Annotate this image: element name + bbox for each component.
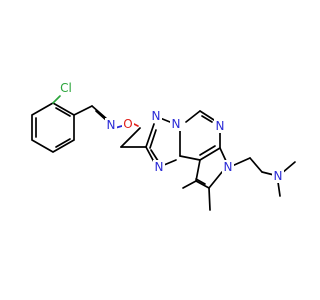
triazole-n-fused-atom: N bbox=[170, 117, 182, 131]
pyrimidine-n-label: N bbox=[216, 119, 225, 133]
ether-oxygen-atom: O bbox=[122, 117, 134, 131]
atom-label-layer: Cl N O N N N N N bbox=[57, 81, 284, 183]
bond-layer bbox=[31, 95, 296, 211]
triazole-n-top-atom: N bbox=[150, 109, 162, 123]
pyrimidine-n-atom: N bbox=[214, 119, 226, 133]
amine-n-label: N bbox=[274, 169, 283, 183]
ether-oxygen-label: O bbox=[123, 117, 132, 131]
triazole-n-top-label: N bbox=[152, 109, 161, 123]
c-cl-bond bbox=[52, 95, 61, 104]
chlorine-atom: Cl bbox=[57, 81, 75, 95]
pyrrole-n-atom: N bbox=[222, 160, 234, 174]
amine-n-atom: N bbox=[272, 169, 284, 183]
imine-nitrogen-atom: N bbox=[105, 118, 117, 132]
pyrrole-n-label: N bbox=[224, 160, 233, 174]
imine-nitrogen-label: N bbox=[107, 118, 116, 132]
triazole-n-bottom-label: N bbox=[155, 160, 164, 174]
triazole-n-fused-label: N bbox=[172, 117, 181, 131]
molecule-structure-diagram: Cl N O N N N N N bbox=[31, 81, 296, 211]
triazole-n-bottom-atom: N bbox=[153, 160, 165, 174]
benzene-ring bbox=[31, 102, 75, 153]
chlorine-label: Cl bbox=[60, 81, 72, 95]
